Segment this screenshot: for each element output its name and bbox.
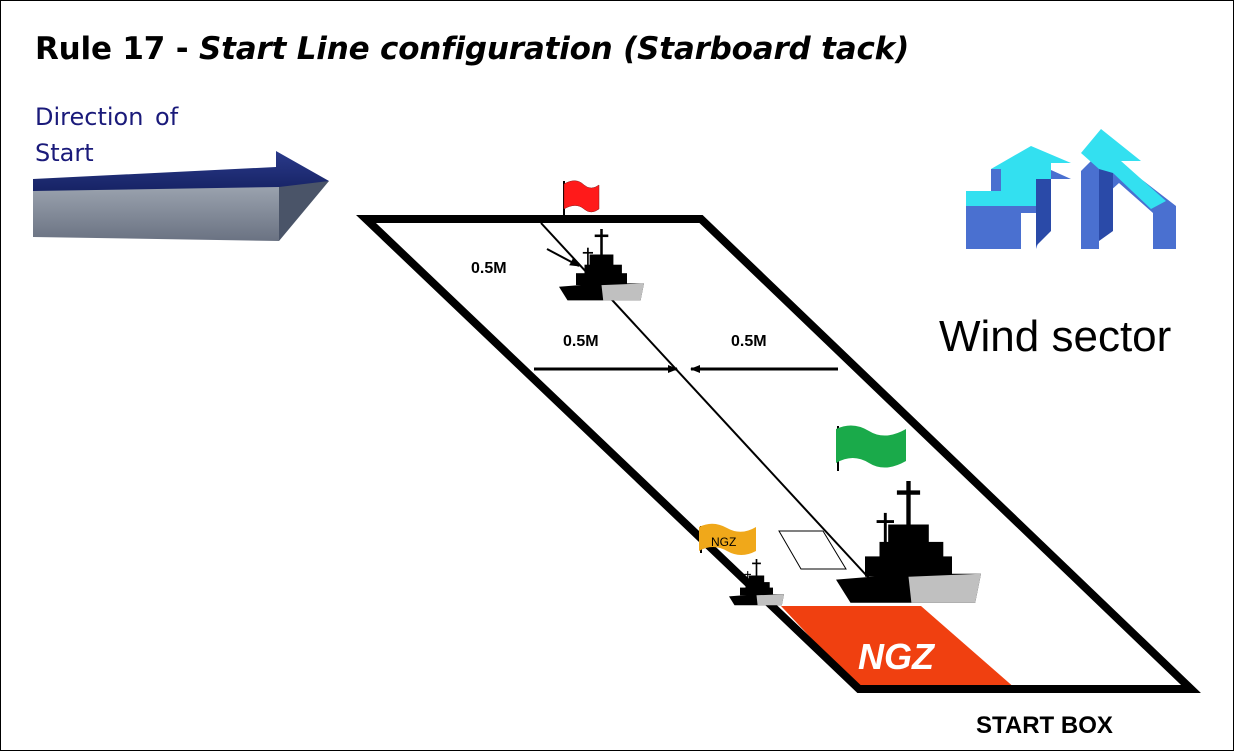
start-box-label: START BOX (976, 712, 1113, 739)
warship-icon (559, 229, 644, 301)
distance-label-diagonal: 0.5M (471, 260, 507, 277)
slide-title: Rule 17 - Start Line configuration (Star… (35, 31, 909, 67)
red-flag-icon (563, 180, 600, 219)
warship-icon (836, 481, 981, 603)
marker-outline (778, 530, 847, 570)
start-box (356, 215, 1201, 693)
wind-arrow-icon (966, 129, 1176, 249)
ngz-flag-icon: NGZ (699, 523, 756, 555)
direction-of-start-label: Direction of Start (35, 99, 178, 171)
green-flag-icon (836, 425, 906, 471)
ngz-zone-label: NGZ (858, 636, 936, 677)
distance-label-left: 0.5M (563, 333, 599, 350)
wind-sector-label: Wind sector (939, 312, 1171, 361)
direction-label-line2: Start (35, 139, 94, 167)
title-subtitle: Start Line configuration (Starboard tack… (198, 31, 910, 67)
direction-arrow-icon (33, 151, 329, 241)
ngz-flag-label: NGZ (711, 535, 736, 549)
warship-icon (729, 559, 784, 606)
diagonal-arrow (546, 248, 580, 267)
distance-label-right: 0.5M (731, 333, 767, 350)
title-main: Rule 17 - (35, 31, 199, 67)
direction-label-line1: Direction of (35, 103, 179, 131)
